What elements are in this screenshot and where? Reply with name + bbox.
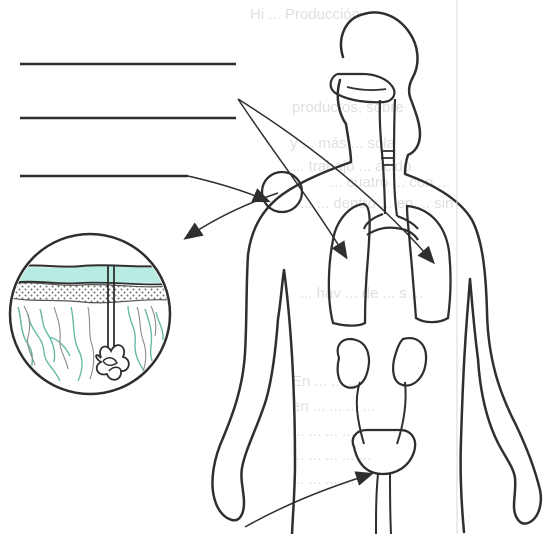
pointer-to-skin bbox=[188, 176, 268, 201]
mouth-cavity bbox=[331, 74, 395, 102]
urethra-right bbox=[390, 474, 391, 534]
pointer-to-bladder bbox=[245, 474, 371, 527]
right-kidney bbox=[393, 338, 426, 385]
mouth-line bbox=[347, 87, 386, 90]
right-ureter bbox=[397, 382, 406, 444]
left-lung bbox=[329, 204, 370, 326]
pointer-to-right-lung bbox=[238, 99, 433, 262]
skin-highlight-circle bbox=[262, 172, 302, 212]
magnified-skin bbox=[10, 234, 170, 394]
left-kidney bbox=[338, 339, 369, 388]
trachea-right-wall bbox=[394, 99, 397, 216]
left-bronchus bbox=[364, 214, 383, 229]
left-ureter bbox=[357, 382, 364, 444]
urethra-left bbox=[376, 474, 378, 534]
trachea-left-wall bbox=[380, 100, 385, 214]
